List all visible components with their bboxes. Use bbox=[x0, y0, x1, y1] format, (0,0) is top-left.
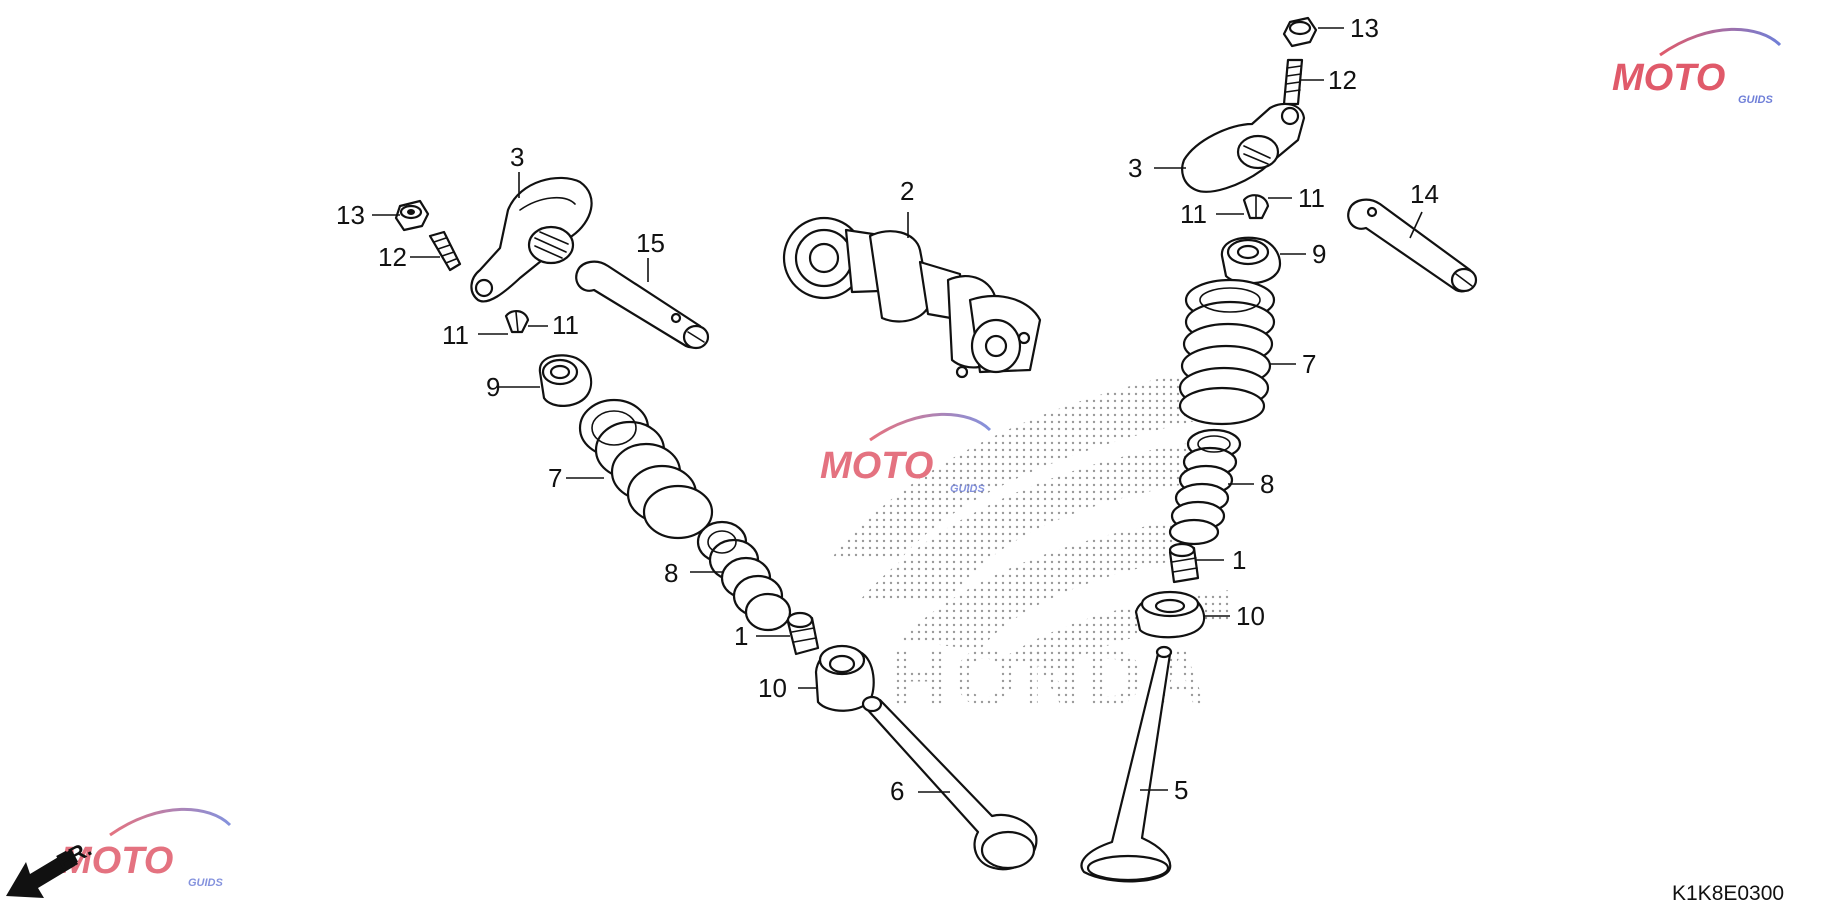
svg-text:GUIDS: GUIDS bbox=[950, 483, 986, 495]
callout-6: 6 bbox=[890, 776, 904, 806]
callout-8-right: 8 bbox=[1260, 469, 1274, 499]
callout-10-right: 10 bbox=[1236, 601, 1265, 631]
callout-9-left: 9 bbox=[486, 372, 500, 402]
part-9-spring-retainer-right bbox=[1220, 236, 1282, 285]
part-7-outer-spring-left bbox=[578, 398, 714, 540]
callout-5: 5 bbox=[1174, 775, 1188, 805]
part-1-stem-seal-left bbox=[786, 611, 820, 656]
part-15-rocker-shaft bbox=[575, 260, 710, 350]
callout-10-left: 10 bbox=[758, 673, 787, 703]
callout-11-right-b: 11 bbox=[1298, 183, 1325, 213]
callout-11-left-a: 11 bbox=[442, 320, 469, 350]
diagram-code: K1K8E0300 bbox=[1672, 882, 1784, 905]
part-10-spring-seat-left bbox=[814, 644, 875, 712]
part-5-intake-valve bbox=[1080, 645, 1173, 883]
callout-12-right: 12 bbox=[1328, 65, 1357, 95]
callout-13-right: 13 bbox=[1350, 13, 1379, 43]
svg-text:GUIDS: GUIDS bbox=[188, 877, 224, 889]
callout-3-left: 3 bbox=[510, 142, 524, 172]
watermark-center: MOTO GUIDS bbox=[820, 412, 992, 495]
callout-14: 14 bbox=[1410, 179, 1439, 209]
callout-13-left: 13 bbox=[336, 200, 365, 230]
part-13-nut-left bbox=[394, 199, 430, 232]
callout-labels: 13 12 3 11 11 15 9 7 8 1 10 6 2 3 13 12 … bbox=[336, 13, 1439, 806]
part-1-stem-seal-right bbox=[1168, 542, 1200, 584]
callout-7-left: 7 bbox=[548, 463, 562, 493]
honda-wing-halftone bbox=[830, 370, 1230, 670]
part-9-spring-retainer-left bbox=[538, 354, 593, 407]
callout-8-left: 8 bbox=[664, 558, 678, 588]
svg-text:GUIDS: GUIDS bbox=[1738, 94, 1774, 106]
callout-15: 15 bbox=[636, 228, 665, 258]
svg-text:MOTO: MOTO bbox=[1612, 57, 1725, 99]
callout-1-right: 1 bbox=[1232, 545, 1246, 575]
callout-1-left: 1 bbox=[734, 621, 748, 651]
callout-3-right: 3 bbox=[1128, 153, 1142, 183]
leader-lines bbox=[372, 27, 1423, 793]
callout-9-right: 9 bbox=[1312, 239, 1326, 269]
callout-2: 2 bbox=[900, 176, 914, 206]
watermark-top-right: MOTO GUIDS bbox=[1612, 27, 1782, 106]
part-6-exhaust-valve bbox=[861, 695, 1038, 871]
watermark-bottom-left: MOTO GUIDS bbox=[60, 807, 232, 889]
callout-11-right-a: 11 bbox=[1180, 199, 1207, 229]
part-10-spring-seat-right bbox=[1134, 590, 1206, 639]
part-3-rocker-arm-left bbox=[470, 176, 593, 303]
part-11-valve-cotters-right bbox=[1242, 194, 1270, 220]
svg-text:MOTO: MOTO bbox=[820, 445, 933, 487]
part-13-nut-right bbox=[1282, 16, 1318, 48]
part-14-rocker-shaft bbox=[1347, 198, 1478, 293]
part-3-rocker-arm-right bbox=[1181, 102, 1306, 193]
svg-text:MOTO: MOTO bbox=[60, 840, 173, 882]
part-12-adjuster-screw-left bbox=[428, 230, 462, 272]
callout-12-left: 12 bbox=[378, 242, 407, 272]
part-7-outer-spring-right bbox=[1178, 278, 1276, 426]
callout-11-left-b: 11 bbox=[552, 310, 579, 340]
callout-7-right: 7 bbox=[1302, 349, 1316, 379]
part-8-inner-spring-right bbox=[1168, 428, 1242, 546]
part-2-camshaft bbox=[782, 216, 1042, 379]
part-12-adjuster-screw-right bbox=[1282, 58, 1304, 106]
part-8-inner-spring-left bbox=[696, 520, 792, 632]
part-11-valve-cotters-left bbox=[504, 310, 530, 334]
